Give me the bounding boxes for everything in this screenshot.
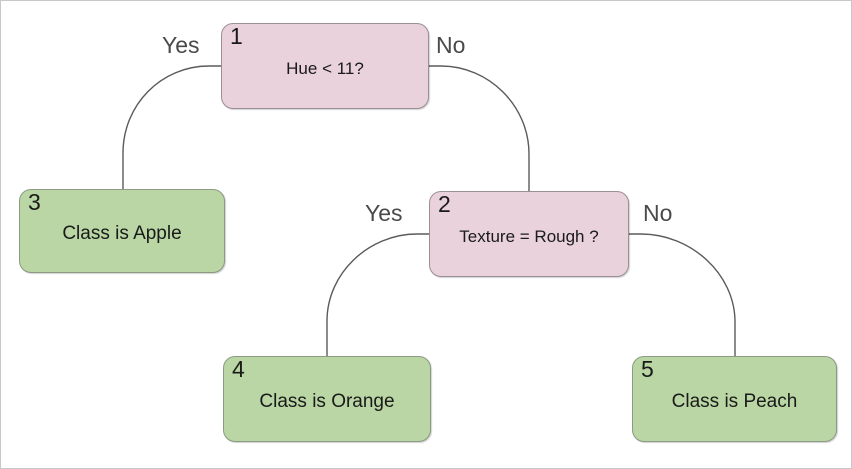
edge-label-no-node2-node5: No — [643, 200, 673, 226]
node-3-number: 3 — [28, 189, 41, 215]
edge-no-node2-node5 — [629, 233, 736, 356]
edge-label-yes-node2-node4: Yes — [365, 200, 403, 226]
node-5[interactable]: 5 Class is Peach — [632, 356, 837, 442]
edge-yes-node1-node3 — [122, 65, 221, 189]
edge-label-yes-node1-node3: Yes — [162, 32, 200, 58]
node-2[interactable]: 2 Texture = Rough ? — [429, 191, 629, 277]
node-4-number: 4 — [232, 356, 245, 382]
node-2-label: Texture = Rough ? — [459, 227, 599, 246]
node-5-number: 5 — [641, 356, 654, 382]
node-1-number: 1 — [230, 23, 243, 49]
node-2-number: 2 — [438, 191, 451, 217]
node-4-label: Class is Orange — [259, 391, 395, 412]
edge-yes-node2-node4 — [326, 233, 429, 356]
node-5-label: Class is Peach — [671, 391, 798, 412]
node-4[interactable]: 4 Class is Orange — [223, 356, 431, 442]
edge-no-node1-node2 — [429, 65, 530, 191]
edge-label-no-node1-node2: No — [436, 32, 466, 58]
node-3-label: Class is Apple — [62, 223, 182, 244]
node-1[interactable]: 1 Hue < 11? — [221, 23, 429, 109]
node-1-label: Hue < 11? — [286, 59, 364, 78]
node-3[interactable]: 3 Class is Apple — [19, 189, 225, 273]
